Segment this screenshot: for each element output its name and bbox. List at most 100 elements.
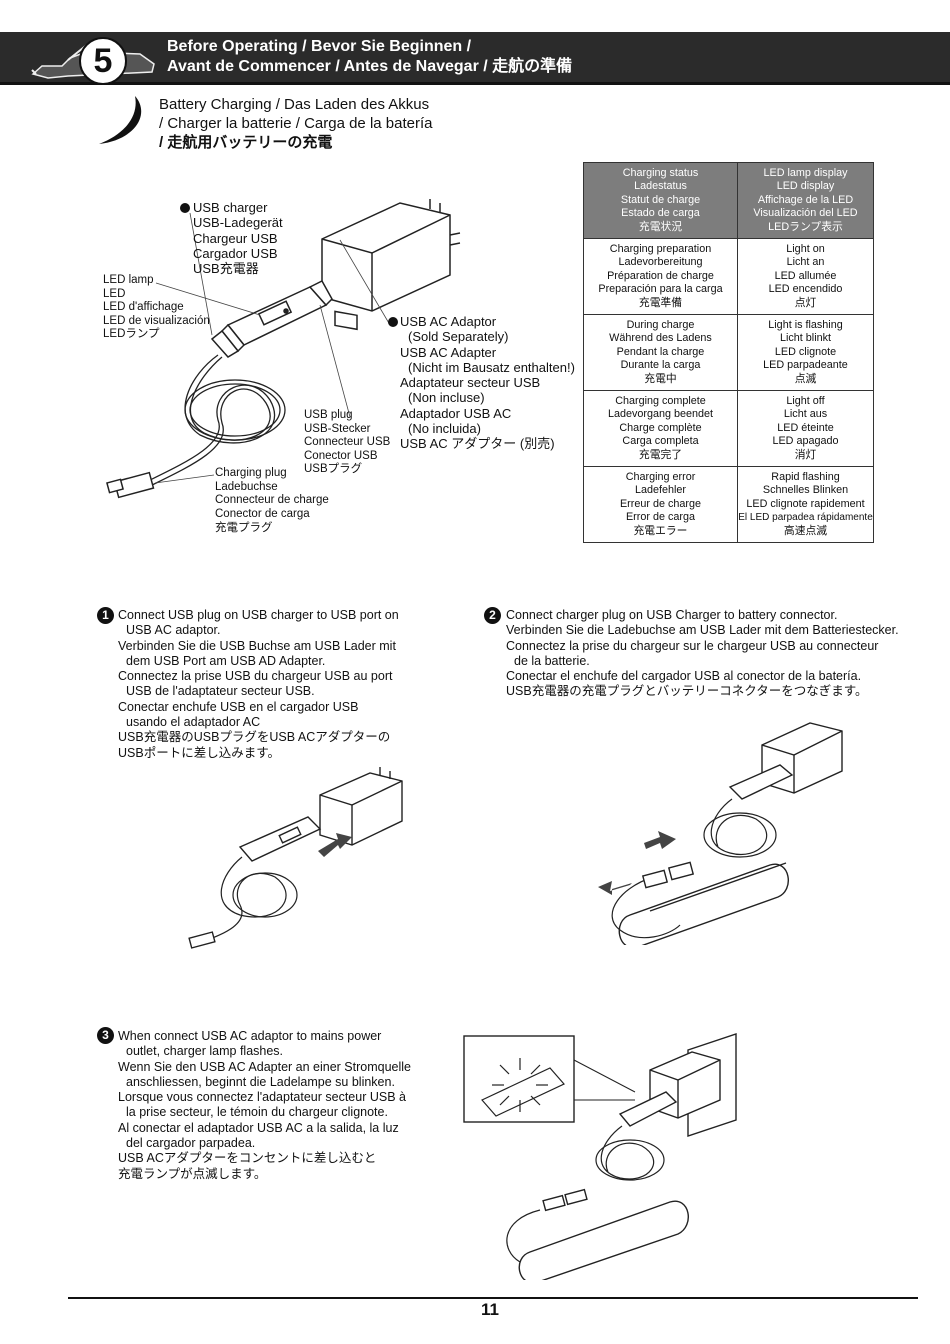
step-line: usando el adaptador AC [126, 715, 261, 730]
label-line: USB charger [193, 200, 268, 215]
led-cell: Rapid flashing Schnelles Blinken LED cli… [737, 466, 874, 543]
cell-line: Charging complete [615, 394, 706, 407]
step-line: Lorsque vous connectez l'adaptateur sect… [118, 1090, 406, 1105]
header-charging-status: Charging status Ladestatus Statut de cha… [583, 162, 738, 239]
crescent-icon [99, 96, 142, 144]
step1-illustration [188, 767, 403, 949]
cell-line: Erreur de charge [619, 497, 702, 510]
cell-line: Ladevorgang beendet [607, 408, 714, 421]
label-line: Connecteur de charge [215, 494, 329, 507]
header-bar [0, 32, 950, 82]
section-title-line2: / Charger la batterie / Carga de la bate… [159, 115, 433, 132]
step3-text: When connect USB AC adaptor to mains pow… [118, 1029, 411, 1182]
usb-charger-diagram [106, 199, 461, 499]
cell-line: Estado de carga [621, 207, 700, 220]
label-line: (Sold Separately) [408, 329, 509, 345]
status-cell: Charging complete Ladevorgang beendet Ch… [583, 390, 738, 467]
table-row: During charge Während des Ladens Pendant… [583, 314, 874, 391]
label-line: (Non incluse) [408, 390, 485, 406]
label-line: USB AC Adapter [400, 344, 497, 360]
cell-line: Carga completa [622, 435, 699, 448]
cell-line: 充電状況 [638, 220, 683, 233]
label-line: (Nicht im Bausatz enthalten!) [408, 359, 575, 375]
label-line: Chargeur USB [193, 230, 278, 246]
cell-line: Light is flashing [768, 318, 843, 331]
led-cell: Light is flashing Licht blinkt LED clign… [737, 314, 874, 391]
step2-text: Connect charger plug on USB Charger to b… [506, 608, 899, 700]
step-line: Verbinden Sie die USB Buchse am USB Lade… [118, 638, 396, 653]
header-title-line2: Avant de Commencer / Antes de Navegar / … [167, 58, 573, 75]
step-line: Connectez la prise USB du chargeur USB a… [118, 669, 393, 684]
cell-line: 充電準備 [638, 296, 683, 309]
table-row: Charging error Ladefehler Erreur de char… [583, 466, 874, 543]
cell-line: Charging status [622, 166, 699, 179]
label-line: USBプラグ [304, 463, 363, 475]
step-line: USBポートに差し込みます。 [118, 745, 280, 760]
cell-line: LED clignote [774, 345, 837, 358]
cell-line: 充電中 [644, 372, 677, 385]
usb-charger-bullet [180, 203, 190, 213]
status-cell: During charge Während des Ladens Pendant… [583, 314, 738, 391]
step-line: Conectar el enchufe del cargador USB al … [506, 669, 862, 684]
cell-line: Ladefehler [634, 484, 687, 497]
status-cell: Charging preparation Ladevorbereitung Pr… [583, 238, 738, 315]
step2-illustration [598, 722, 843, 945]
cell-line: Rapid flashing [771, 470, 840, 483]
step-line: 充電ランプが点滅します。 [118, 1166, 267, 1181]
cell-line: Ladestatus [634, 180, 687, 193]
header-led-display: LED lamp display LED display Affichage d… [737, 162, 874, 239]
cell-line: LEDランプ表示 [768, 220, 843, 233]
step-number-badge: 5 [79, 37, 127, 85]
label-line: (No incluida) [408, 421, 481, 437]
label-line: LEDランプ [103, 328, 160, 341]
table-row: Charging preparation Ladevorbereitung Pr… [583, 238, 874, 315]
cell-line: 高速点滅 [783, 524, 828, 537]
header-underline [0, 82, 950, 85]
label-line: Ladebuchse [215, 480, 278, 493]
label-line: LED [103, 287, 126, 300]
step-line: Connectez la prise du chargeur sur le ch… [506, 638, 879, 653]
step-line: de la batterie. [514, 653, 590, 668]
footer-rule [68, 1297, 918, 1299]
cell-line: Charging error [625, 470, 696, 483]
cell-line: 消灯 [794, 448, 817, 461]
label-line: USB充電器 [193, 261, 259, 277]
step-line: When connect USB AC adaptor to mains pow… [118, 1029, 382, 1043]
label-line: USB-Stecker [304, 422, 371, 435]
step-line: Wenn Sie den USB AC Adapter an einer Str… [118, 1059, 411, 1074]
cell-line: LED parpadeante [763, 359, 848, 372]
usb-ac-adaptor-label: USB AC Adaptor (Sold Separately) USB AC … [400, 314, 575, 452]
table-header-row: Charging status Ladestatus Statut de cha… [583, 162, 874, 239]
label-line: Conector de carga [215, 508, 310, 521]
step-line: del cargador parpadea. [126, 1136, 256, 1151]
section-title-line3: / 走航用バッテリーの充電 [159, 134, 333, 151]
label-line: Adaptador USB AC [400, 405, 512, 421]
step-line: USB ACアダプターをコンセントに差し込むと [118, 1151, 377, 1166]
cell-line: 点滅 [794, 372, 817, 385]
cell-line: 充電完了 [638, 448, 683, 461]
label-line: Charging plug [215, 467, 287, 479]
cell-line: LED lamp display [763, 166, 848, 179]
usb-charger-drawing [210, 280, 333, 358]
cell-line: Charge complète [619, 421, 702, 434]
cell-line: Durante la carga [620, 359, 701, 372]
step1-number-badge: 1 [97, 607, 114, 624]
cell-line: Licht blinkt [779, 332, 831, 345]
cell-line: Licht aus [783, 408, 828, 421]
cell-line: Préparation de charge [607, 269, 714, 282]
usb-plug-label: USB plug USB-Stecker Connecteur USB Cone… [304, 409, 390, 477]
cell-line: Light off [786, 394, 825, 407]
cell-line: Schnelles Blinken [762, 484, 849, 497]
step3-illustration [463, 1033, 737, 1280]
step-line: la prise secteur, le témoin du chargeur … [126, 1105, 388, 1120]
led-lamp-label: LED lamp LED LED d'affichage LED de visu… [103, 274, 210, 342]
step-line: Verbinden Sie die Ladebuchse am USB Lade… [506, 623, 899, 638]
step-line: Al conectar el adaptador USB AC a la sal… [118, 1120, 399, 1135]
led-status-table: Charging status Ladestatus Statut de cha… [583, 162, 874, 543]
cell-line: Statut de charge [620, 193, 701, 206]
led-cell: Light on Licht an LED allumée LED encend… [737, 238, 874, 315]
step-line: dem USB Port am USB AD Adapter. [126, 653, 326, 668]
usb-ac-adaptor-bullet [388, 317, 398, 327]
step-line: anschliessen, beginnt die Ladelampe su b… [126, 1074, 395, 1089]
step-line: Connect USB plug on USB charger to USB p… [118, 608, 399, 622]
